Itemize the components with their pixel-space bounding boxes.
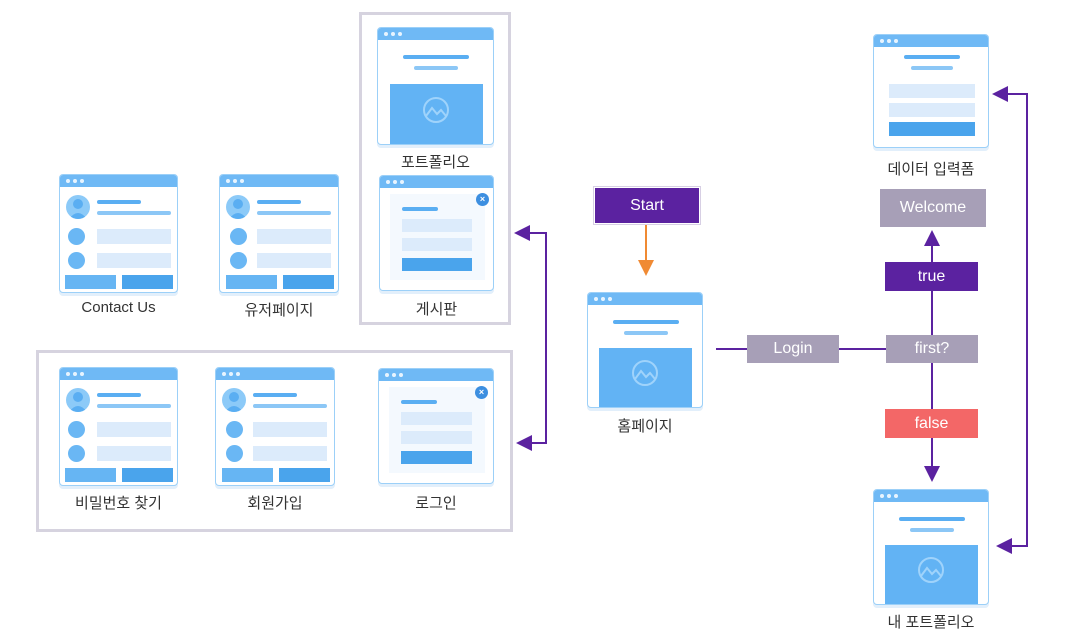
- left-bracket: [526, 232, 547, 444]
- avatar-icon: [226, 195, 250, 219]
- my-portfolio-label: 내 포트폴리오: [887, 614, 975, 631]
- board-label: 게시판: [415, 301, 458, 318]
- contact-label: Contact Us: [81, 299, 156, 316]
- contact-card[interactable]: [59, 174, 178, 293]
- avatar-icon: [66, 388, 90, 412]
- image-icon: [599, 348, 692, 407]
- find-password-label: 비밀번호 찾기: [75, 495, 162, 512]
- login-node: Login: [747, 335, 839, 363]
- false-node: false: [885, 409, 978, 438]
- login-page-label: 로그인: [415, 495, 457, 512]
- signup-label: 회원가입: [247, 495, 303, 512]
- board-card[interactable]: [379, 175, 494, 291]
- home-card[interactable]: [587, 292, 703, 408]
- home-label: 홈페이지: [617, 418, 673, 435]
- find-password-card[interactable]: [59, 367, 178, 486]
- close-icon[interactable]: ×: [475, 386, 488, 399]
- image-icon: [885, 545, 978, 604]
- start-node: Start: [593, 186, 701, 225]
- true-node: true: [885, 262, 978, 291]
- right-bracket: [1002, 93, 1028, 547]
- data-form-label: 데이터 입력폼: [887, 161, 975, 178]
- userpage-card[interactable]: [219, 174, 339, 293]
- first-node: first?: [886, 335, 978, 363]
- close-icon[interactable]: ×: [476, 193, 489, 206]
- top-group-box: [359, 12, 511, 325]
- userpage-label: 유저페이지: [244, 302, 314, 319]
- welcome-node: Welcome: [880, 189, 986, 227]
- avatar-icon: [222, 388, 246, 412]
- bottom-group-box: [36, 350, 513, 532]
- login-card[interactable]: [378, 368, 494, 484]
- my-portfolio-card[interactable]: [873, 489, 989, 605]
- portfolio-label: 포트폴리오: [400, 154, 470, 171]
- data-form-card[interactable]: [873, 34, 989, 148]
- portfolio-card[interactable]: [377, 27, 494, 145]
- avatar-icon: [66, 195, 90, 219]
- image-icon: [390, 84, 483, 144]
- signup-card[interactable]: [215, 367, 335, 486]
